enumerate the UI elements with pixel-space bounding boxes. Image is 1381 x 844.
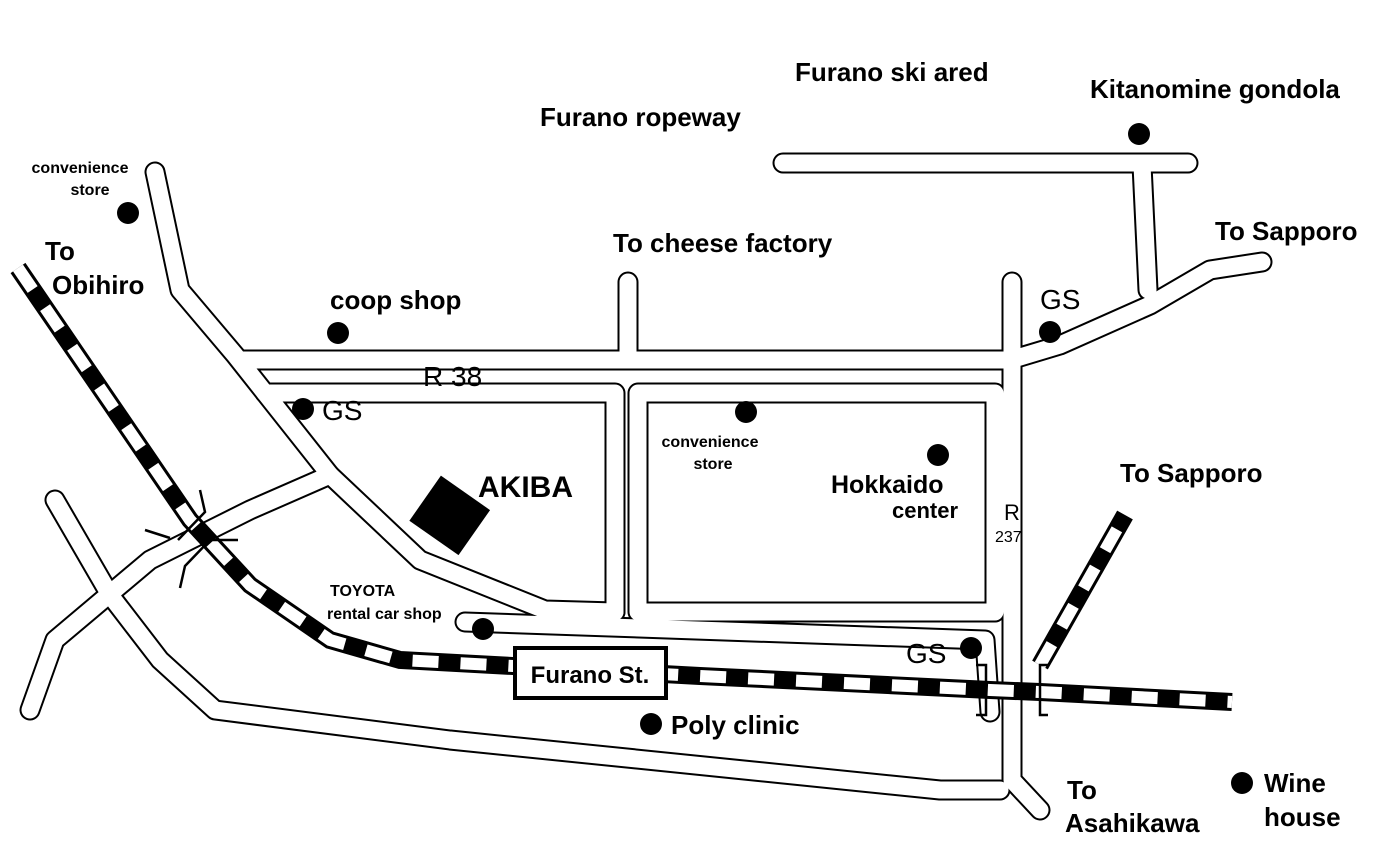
label-hokkaido-center-2: center (892, 498, 958, 523)
label-toyota-2: rental car shop (327, 606, 442, 623)
label-toyota-1: TOYOTA (330, 583, 396, 600)
label-to-sapporo-north: To Sapporo (1215, 216, 1358, 246)
hokkaido-center-dot[interactable] (927, 444, 949, 466)
gs-northeast-dot[interactable] (1039, 321, 1061, 343)
poly-clinic-dot[interactable] (640, 713, 662, 735)
gs-west-dot[interactable] (292, 398, 314, 420)
label-hokkaido-center-1: Hokkaido (831, 471, 944, 499)
label-r38: R 38 (423, 361, 482, 392)
label-poly-clinic: Poly clinic (671, 710, 800, 740)
road-network (19, 152, 1273, 821)
coop-shop-dot[interactable] (327, 322, 349, 344)
convenience-store-nw-dot[interactable] (117, 202, 139, 224)
label-to-asahikawa-1: To (1067, 775, 1097, 805)
label-to-asahikawa-2: Asahikawa (1065, 808, 1200, 838)
label-to-obihiro-2: Obihiro (52, 270, 144, 300)
furano-station-box[interactable] (513, 646, 668, 700)
label-furano-ski-area: Furano ski ared (795, 57, 989, 87)
label-to-sapporo-east: To Sapporo (1120, 458, 1263, 488)
label-kitanomine-gondola: Kitanomine gondola (1090, 74, 1340, 104)
label-to-cheese-factory: To cheese factory (613, 228, 833, 258)
label-gs-station: GS (906, 638, 946, 669)
rail-crossing-mark (1038, 663, 1048, 717)
label-wine-house-1: Wine (1264, 768, 1326, 798)
label-convenience-store-nw-1: convenience (32, 160, 129, 177)
label-furano-ropeway: Furano ropeway (540, 102, 741, 132)
kitanomine-gondola-dot[interactable] (1128, 123, 1150, 145)
label-wine-house-2: house (1264, 802, 1341, 832)
wine-house-dot[interactable] (1231, 772, 1253, 794)
label-to-obihiro-1: To (45, 236, 75, 266)
label-convenience-store-nw-2: store (70, 182, 109, 199)
toyota-dot[interactable] (472, 618, 494, 640)
label-akiba: AKIBA (478, 471, 573, 504)
railway (10, 262, 1233, 717)
label-r237-top: R (1004, 500, 1020, 525)
rail-crossing-mark (144, 489, 207, 541)
gs-station-dot[interactable] (960, 637, 982, 659)
label-convenience-store-center-2: store (693, 456, 732, 473)
label-convenience-store-center-1: convenience (662, 434, 759, 451)
furano-station-label: Furano St. (531, 662, 650, 689)
label-gs-west: GS (322, 395, 362, 426)
poi-markers (117, 123, 1253, 794)
rail-crossing-mark (178, 538, 238, 589)
akiba-building-marker (409, 475, 491, 556)
label-coop-shop: coop shop (330, 285, 461, 315)
map-labels: Furano ski ared Kitanomine gondola Furan… (32, 57, 1358, 838)
convenience-store-center-dot[interactable] (735, 401, 757, 423)
label-r237-bottom: 237 (995, 529, 1022, 546)
rail-crossing-mark (976, 663, 988, 717)
label-gs-northeast: GS (1040, 284, 1080, 315)
